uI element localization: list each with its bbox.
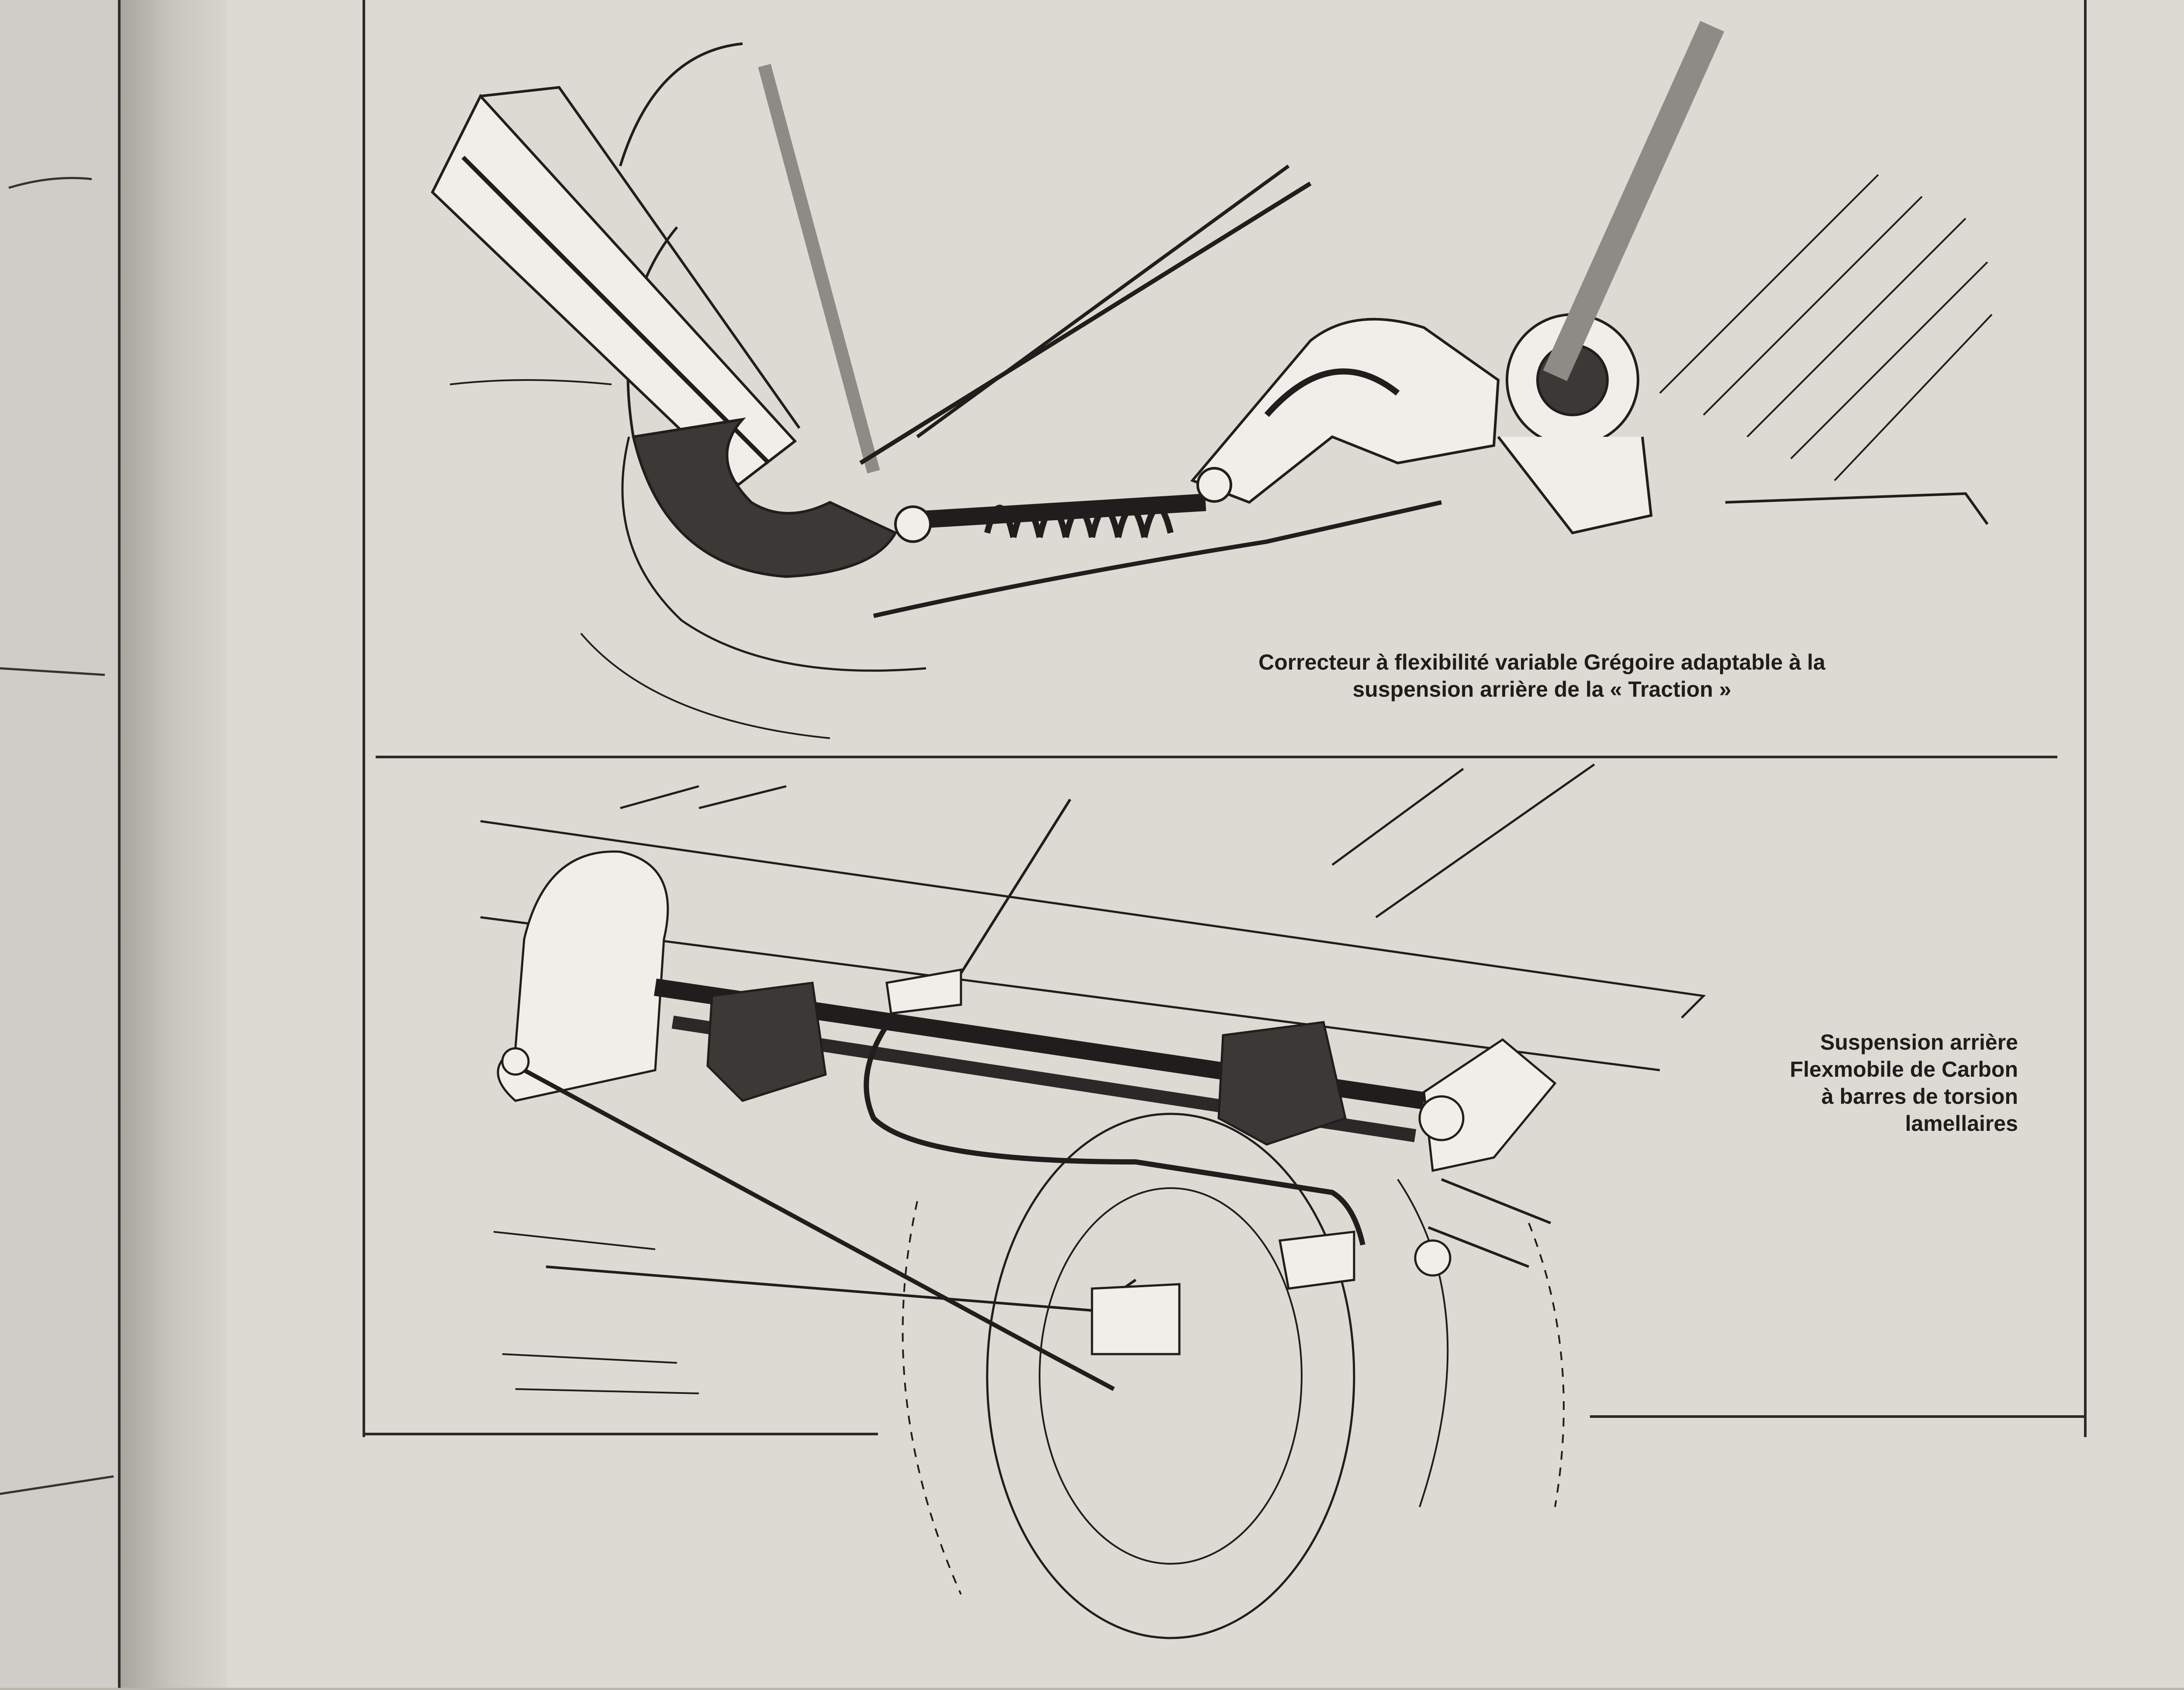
caption-bottom-line-2: Flexmobile de Carbon <box>1790 1057 2018 1082</box>
figure-frame <box>363 0 2087 1437</box>
caption-top-line-1: Correcteur à flexibilité variable Grégoi… <box>1258 650 1825 674</box>
book-gutter <box>121 0 234 1688</box>
frame-bottom-edge-right <box>1590 1415 2084 1418</box>
frame-bottom-edge-left <box>363 1433 878 1435</box>
caption-top-line-2: suspension arrière de la « Traction » <box>1352 677 1731 702</box>
caption-flexmobile-suspension: Suspension arrière Flexmobile de Carbon … <box>1651 1029 2018 1137</box>
figure-divider <box>376 756 2057 758</box>
left-page-marks <box>0 177 114 1495</box>
caption-bottom-line-4: lamellaires <box>1905 1111 2018 1136</box>
caption-bottom-line-1: Suspension arrière <box>1820 1030 2018 1054</box>
caption-gregoire-corrector: Correcteur à flexibilité variable Grégoi… <box>1162 649 1922 703</box>
left-page-edge <box>0 0 121 1688</box>
caption-bottom-line-3: à barres de torsion <box>1821 1084 2018 1109</box>
